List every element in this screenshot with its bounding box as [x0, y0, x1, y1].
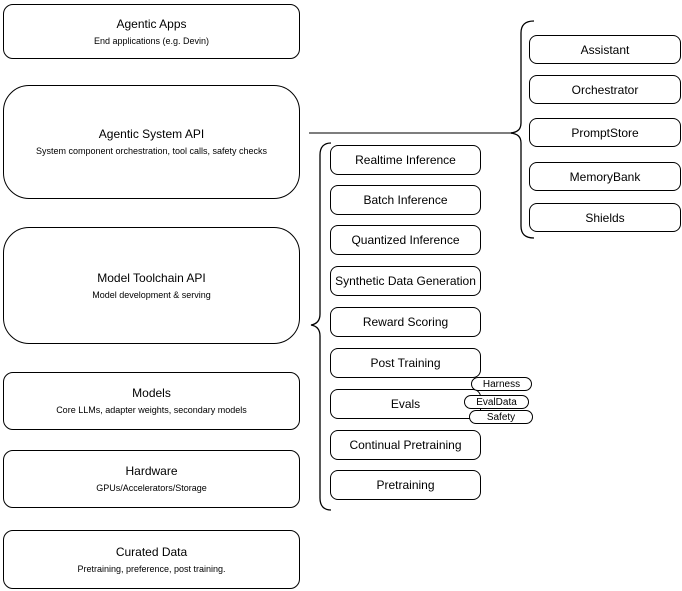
node-shields: Shields	[529, 203, 681, 232]
node-label: Reward Scoring	[362, 315, 449, 329]
node-batch-inference: Batch Inference	[330, 185, 481, 215]
node-model-toolchain-api: Model Toolchain API Model development & …	[3, 227, 300, 344]
node-label: Realtime Inference	[355, 153, 456, 167]
node-pretraining: Pretraining	[330, 470, 481, 500]
node-label: Orchestrator	[571, 82, 639, 97]
node-models: Models Core LLMs, adapter weights, secon…	[3, 372, 300, 430]
node-hardware: Hardware GPUs/Accelerators/Storage	[3, 450, 300, 508]
node-subtitle: End applications (e.g. Devin)	[93, 35, 210, 46]
node-quantized-inference: Quantized Inference	[330, 225, 481, 255]
node-label: Pretraining	[376, 478, 435, 492]
node-title: Model Toolchain API	[97, 270, 206, 285]
node-subtitle: Core LLMs, adapter weights, secondary mo…	[56, 405, 247, 415]
node-reward-scoring: Reward Scoring	[330, 307, 481, 337]
node-post-training: Post Training	[330, 348, 481, 378]
node-agentic-system-api: Agentic System API System component orch…	[3, 85, 300, 199]
node-label: Post Training	[370, 356, 441, 370]
node-promptstore: PromptStore	[529, 118, 681, 147]
node-subtitle: Model development & serving	[92, 289, 211, 300]
node-curated-data: Curated Data Pretraining, preference, po…	[3, 530, 300, 589]
node-label: Evals	[390, 397, 421, 411]
node-subtitle: GPUs/Accelerators/Storage	[96, 483, 207, 493]
node-orchestrator: Orchestrator	[529, 75, 681, 104]
node-realtime-inference: Realtime Inference	[330, 145, 481, 175]
node-label: Shields	[585, 210, 625, 225]
pill-evaldata: EvalData	[464, 395, 529, 409]
node-label: Synthetic Data Generation	[335, 274, 476, 288]
node-label: Continual Pretraining	[349, 438, 462, 452]
node-assistant: Assistant	[529, 35, 681, 64]
node-label: MemoryBank	[569, 169, 641, 184]
node-label: PromptStore	[571, 125, 639, 140]
node-label: Batch Inference	[363, 193, 448, 207]
pill-harness: Harness	[471, 377, 532, 391]
node-evals: Evals	[330, 389, 481, 419]
pill-safety: Safety	[469, 410, 533, 424]
node-agentic-apps: Agentic Apps End applications (e.g. Devi…	[3, 4, 300, 59]
node-synthetic-data-generation: Synthetic Data Generation	[330, 266, 481, 296]
node-memorybank: MemoryBank	[529, 162, 681, 191]
node-title: Hardware	[125, 464, 178, 478]
node-label: Quantized Inference	[351, 233, 460, 247]
node-continual-pretraining: Continual Pretraining	[330, 430, 481, 460]
node-subtitle: Pretraining, preference, post training.	[77, 563, 226, 574]
node-title: Agentic System API	[98, 127, 205, 141]
node-label: Assistant	[580, 42, 630, 57]
node-title: Curated Data	[115, 544, 188, 559]
node-subtitle: System component orchestration, tool cal…	[35, 146, 268, 156]
node-title: Models	[132, 386, 171, 400]
node-title: Agentic Apps	[116, 16, 187, 31]
middle-group-brace	[310, 142, 332, 511]
